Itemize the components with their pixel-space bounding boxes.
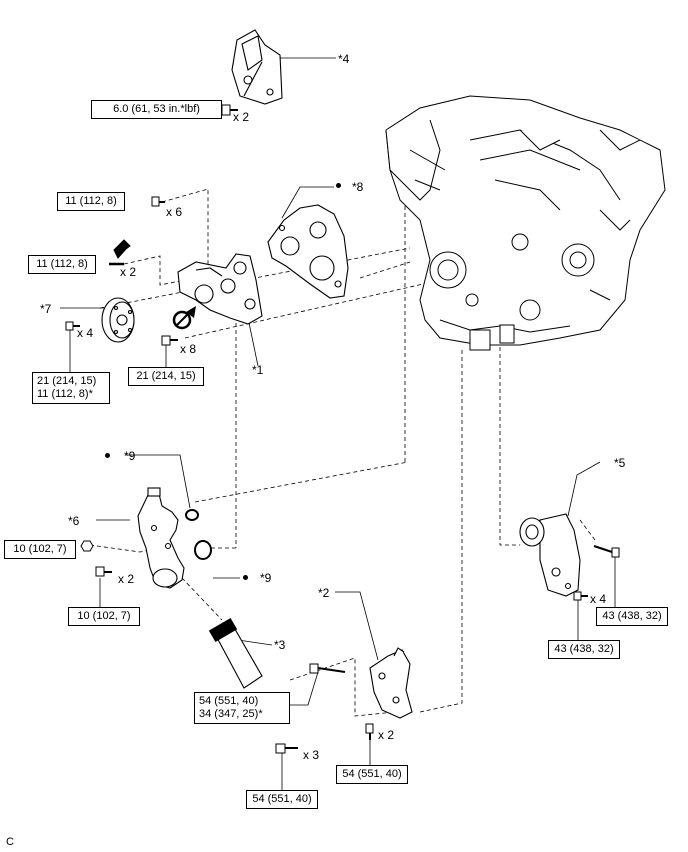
gasket-lower: [194, 540, 212, 560]
callout-7: *7: [40, 302, 52, 316]
qty-x2-left: x 2: [118, 572, 135, 586]
callout-9a: *9: [124, 449, 136, 463]
gasket-upper: [185, 509, 199, 521]
qty-x4-pulley: x 4: [77, 326, 94, 340]
callout-8: *8: [352, 180, 364, 194]
bullet-8: [336, 183, 341, 188]
torque-box-stud: 11 (112, 8): [28, 255, 96, 274]
idler-long-bolt-icon: [593, 545, 620, 558]
nut-icon: [80, 540, 94, 552]
idler-pulley-bracket: [519, 513, 581, 597]
callout-1: *1: [252, 363, 264, 377]
qty-x3: x 3: [303, 748, 320, 762]
torque-box-bracket: 54 (551, 40) 34 (347, 25)*: [194, 692, 290, 724]
torque-box-pump-bolt: 21 (214, 15): [128, 367, 204, 386]
pump-bolt-icon: [161, 335, 178, 346]
callout-9b: *9: [260, 571, 272, 585]
qty-x2-top: x 2: [233, 110, 250, 124]
callout-5: *5: [614, 456, 626, 470]
callout-3: *3: [274, 638, 286, 652]
torque-box-bolt-left-bottom: 10 (102, 7): [68, 607, 140, 626]
torque-box-idler-right: 43 (438, 32): [596, 607, 668, 626]
bracket-bolt-icon: [221, 104, 238, 116]
water-pump-gasket: [267, 204, 349, 299]
bracket-bolt-x2-icon: [365, 723, 374, 740]
bolt-x6-icon: [151, 196, 165, 207]
engine-block: [385, 95, 666, 351]
torque-box-long-bolt: 54 (551, 40): [246, 790, 318, 809]
callout-4: *4: [338, 52, 350, 66]
long-bolt-x3-icon: [275, 743, 298, 754]
idler-bolt-icon: [573, 591, 588, 601]
qty-x4-idler: x 4: [590, 592, 607, 606]
callout-6: *6: [68, 514, 80, 528]
bracket-long-bolt-icon: [309, 663, 346, 674]
torque-box-bracket-bolt-bottom: 54 (551, 40): [336, 765, 408, 784]
water-pump-pulley: [101, 297, 135, 343]
water-inlet-pipe: [137, 487, 185, 589]
qty-x6: x 6: [166, 205, 183, 219]
leader-lines: [60, 57, 616, 790]
corner-letter: C: [6, 836, 14, 848]
torque-box-bolt-top-left: 11 (112, 8): [57, 192, 125, 211]
torque-box-idler-bottom: 43 (438, 32): [548, 640, 620, 659]
torque-box-nut-left: 10 (102, 7): [4, 540, 76, 559]
engine-hanger-bracket: [231, 29, 283, 105]
qty-x8: x 8: [180, 342, 197, 356]
o-ring-icon: [172, 310, 192, 330]
water-pump: [177, 253, 263, 325]
pulley-bolt-icon: [65, 321, 80, 331]
bullet-9a: [105, 453, 110, 458]
bracket-assembly: [369, 647, 413, 719]
qty-x2-stud: x 2: [120, 265, 137, 279]
torque-box-bracket-bolt: 6.0 (61, 53 in.*lbf): [91, 100, 222, 119]
qty-x2-bracket: x 2: [378, 728, 395, 742]
direction-arrow-icon: [186, 306, 196, 318]
radiator-hose: [208, 618, 263, 689]
bullet-9b: [243, 575, 248, 580]
tighten-arrow-icon: [113, 239, 131, 259]
torque-box-pulley: 21 (214, 15) 11 (112, 8)*: [32, 372, 110, 404]
callout-2: *2: [318, 586, 330, 600]
inlet-bolt-icon: [95, 566, 112, 577]
